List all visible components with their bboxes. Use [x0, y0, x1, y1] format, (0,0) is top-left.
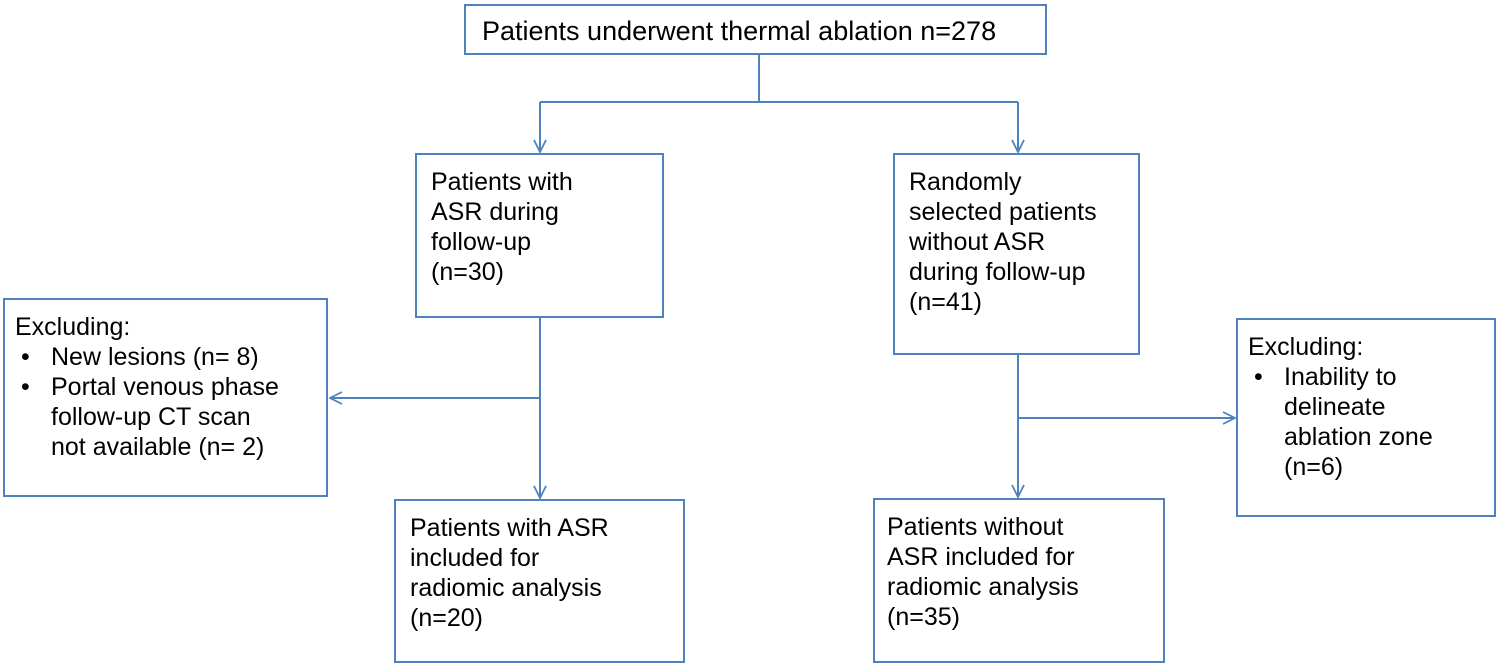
exclude-right-box: Excluding: Inability to delineate ablati… — [1236, 318, 1496, 517]
no-asr-included-line: ASR included for — [887, 543, 1075, 571]
exclude-right-heading: Excluding: — [1248, 333, 1364, 361]
top-box-text: Patients underwent thermal ablation n=27… — [482, 16, 997, 46]
asr-included-line: Patients with ASR — [410, 514, 609, 542]
asr-included-line: included for — [410, 544, 540, 572]
exclude-left-heading: Excluding: — [15, 313, 131, 341]
no-asr-box: Randomly selected patients without ASR d… — [893, 153, 1140, 355]
asr-box-line: ASR during — [431, 198, 559, 226]
asr-box: Patients with ASR during follow-up (n=30… — [415, 153, 664, 318]
asr-included-box: Patients with ASR included for radiomic … — [394, 499, 685, 663]
no-asr-included-line: radiomic analysis — [887, 573, 1079, 601]
exclude-left-item: Portal venous phase follow-up CT scan no… — [15, 372, 326, 462]
top-box: Patients underwent thermal ablation n=27… — [464, 4, 1047, 55]
asr-included-line: (n=20) — [410, 604, 483, 632]
exclude-left-box: Excluding: New lesions (n= 8) Portal ven… — [3, 298, 328, 497]
no-asr-box-line: (n=41) — [909, 288, 982, 316]
no-asr-box-line: without ASR — [909, 228, 1046, 256]
no-asr-box-line: selected patients — [909, 198, 1097, 226]
exclude-right-item: Inability to delineate ablation zone (n=… — [1248, 362, 1494, 482]
asr-box-line: follow-up — [431, 228, 532, 256]
no-asr-included-line: Patients without — [887, 513, 1064, 541]
exclude-right-list: Inability to delineate ablation zone (n=… — [1248, 362, 1494, 482]
no-asr-box-line: Randomly — [909, 168, 1022, 196]
no-asr-box-line: during follow-up — [909, 258, 1086, 286]
no-asr-included-line: (n=35) — [887, 603, 960, 631]
exclude-left-list: New lesions (n= 8) Portal venous phase f… — [15, 342, 326, 462]
exclude-left-item: New lesions (n= 8) — [15, 342, 326, 372]
asr-box-line: Patients with — [431, 168, 573, 196]
asr-box-line: (n=30) — [431, 258, 504, 286]
no-asr-included-box: Patients without ASR included for radiom… — [873, 498, 1165, 663]
asr-included-line: radiomic analysis — [410, 574, 602, 602]
